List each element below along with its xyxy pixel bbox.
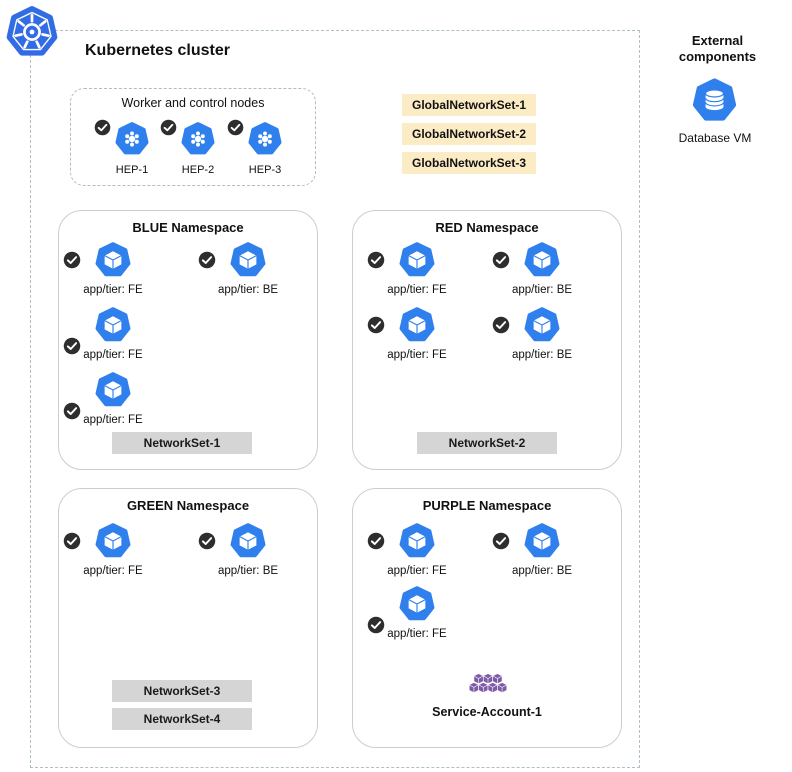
checkmark-icon [63,251,81,269]
pod: app/tier: FE [369,585,465,640]
pod: app/tier: FE [369,306,465,361]
pod-label: app/tier: BE [511,284,573,296]
pod: app/tier: BE [494,241,590,296]
pod-label: app/tier: FE [83,349,143,361]
pod: app/tier: BE [200,241,296,296]
pod-label: app/tier: BE [217,284,279,296]
checkmark-icon [94,119,111,136]
checkmark-icon [198,251,216,269]
pod-label: app/tier: FE [387,349,447,361]
node-icon [180,121,216,157]
node-item-hep2: HEP-2 [166,121,230,176]
pod-label: app/tier: BE [217,565,279,577]
cluster-title: Kubernetes cluster [85,42,230,59]
node-label: HEP-1 [115,164,149,176]
global-networkset-badge: GlobalNetworkSet-3 [402,152,537,174]
pod-label: app/tier: FE [83,414,143,426]
pod-label: app/tier: FE [387,565,447,577]
node-label: HEP-3 [248,164,282,176]
pod: app/tier: BE [494,522,590,577]
pod-icon [94,241,132,279]
pod-icon [94,371,132,409]
namespace-title: BLUE Namespace [132,220,244,235]
networkset-badge: NetworkSet-2 [417,432,557,454]
checkmark-icon [160,119,177,136]
node-icon [247,121,283,157]
pod: app/tier: BE [494,306,590,361]
kubernetes-logo-icon [5,5,59,59]
global-networkset-badge: GlobalNetworkSet-2 [402,123,537,145]
pod-label: app/tier: FE [83,565,143,577]
pod: app/tier: FE [65,306,161,361]
database-vm-label: Database VM [678,131,752,145]
pod-icon [94,522,132,560]
service-account-label: Service-Account-1 [432,705,542,719]
pod-icon [398,306,436,344]
checkmark-icon [63,337,81,355]
checkmark-icon [492,251,510,269]
global-networkset-list: GlobalNetworkSet-1 GlobalNetworkSet-2 Gl… [402,94,537,174]
networkset-badge: NetworkSet-4 [112,708,252,730]
pod: app/tier: FE [65,371,161,426]
namespace-title: RED Namespace [435,220,539,235]
checkmark-icon [492,532,510,550]
node-item-hep3: HEP-3 [233,121,297,176]
checkmark-icon [367,532,385,550]
pod-label: app/tier: FE [387,284,447,296]
namespace-title: PURPLE Namespace [422,498,552,513]
checkmark-icon [367,616,385,634]
pod: app/tier: FE [369,522,465,577]
pod: app/tier: FE [65,522,161,577]
pod: app/tier: FE [65,241,161,296]
node-label: HEP-2 [181,164,215,176]
pod-icon [398,522,436,560]
namespace-box-red: RED Namespace [352,210,622,470]
worker-nodes-title: Worker and control nodes [121,96,265,110]
checkmark-icon [63,402,81,420]
global-networkset-badge: GlobalNetworkSet-1 [402,94,537,116]
pod-icon [229,522,267,560]
pod-label: app/tier: FE [83,284,143,296]
pod-icon [229,241,267,279]
checkmark-icon [492,316,510,334]
worker-nodes-box: Worker and control nodes HEP-1 HEP-2 HEP… [70,88,316,186]
node-icon [114,121,150,157]
checkmark-icon [63,532,81,550]
pod: app/tier: FE [369,241,465,296]
pod-icon [398,241,436,279]
service-account-icon [465,671,511,697]
namespace-box-purple: PURPLE Namespace [352,488,622,748]
checkmark-icon [367,251,385,269]
external-components-title: External components [678,33,757,65]
node-item-hep1: HEP-1 [100,121,164,176]
pod-label: app/tier: BE [511,349,573,361]
pod-label: app/tier: BE [511,565,573,577]
pod-icon [523,241,561,279]
pod-icon [523,306,561,344]
pod-label: app/tier: FE [387,628,447,640]
networkset-badge: NetworkSet-3 [112,680,252,702]
pod-icon [398,585,436,623]
pod: app/tier: BE [200,522,296,577]
checkmark-icon [227,119,244,136]
database-vm-icon [691,77,738,124]
networkset-badge: NetworkSet-1 [112,432,252,454]
checkmark-icon [198,532,216,550]
checkmark-icon [367,316,385,334]
namespace-title: GREEN Namespace [126,498,250,513]
pod-icon [94,306,132,344]
pod-icon [523,522,561,560]
